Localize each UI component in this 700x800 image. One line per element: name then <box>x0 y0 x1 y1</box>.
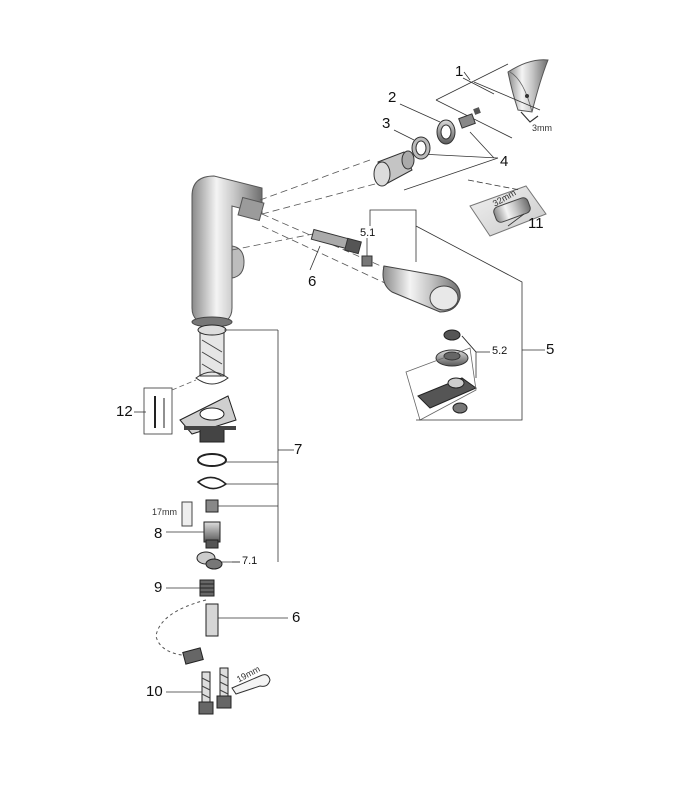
callout-leaders <box>134 77 525 693</box>
callout-4: 4 <box>500 153 509 170</box>
shank-assembly <box>195 324 229 385</box>
part-11-socket-box <box>467 179 547 237</box>
callout-1: 1 <box>455 63 464 80</box>
callout-5-2: 5.2 <box>492 345 508 357</box>
callout-2: 2 <box>388 89 397 106</box>
callout-8: 8 <box>154 525 163 542</box>
callout-5-1: 5.1 <box>360 227 376 239</box>
part-3-ring <box>411 136 431 160</box>
socket-17mm <box>181 501 193 527</box>
part-5-1-connector <box>361 246 373 267</box>
callout-10: 10 <box>146 683 163 700</box>
hex-key-size-label: 3mm <box>532 123 552 133</box>
cartridge <box>373 150 415 187</box>
part-6-hose-lower <box>155 599 219 665</box>
part-12-bracket <box>143 379 197 435</box>
part-7-1-washers <box>196 551 223 570</box>
part-6-hose-upper <box>310 228 362 255</box>
spray-head <box>382 265 461 313</box>
callout-12: 12 <box>116 403 133 420</box>
part-2-nut <box>436 119 456 145</box>
faucet-body <box>191 175 265 328</box>
callout-6-bottom: 6 <box>292 609 301 626</box>
callout-11: 11 <box>528 215 544 232</box>
callout-3: 3 <box>382 115 391 132</box>
handle-lever <box>507 59 549 113</box>
wrench-19mm <box>231 674 271 695</box>
callout-5: 5 <box>546 341 555 358</box>
part-7-washers <box>196 453 228 513</box>
bracket-7 <box>218 329 294 563</box>
part-5-2-aerator <box>405 329 478 421</box>
socket-17mm-label: 17mm <box>152 507 178 517</box>
part-4-adapter <box>458 107 481 129</box>
part-9-connector <box>199 579 215 597</box>
set-screw <box>525 94 529 98</box>
mounting-plate <box>179 395 237 443</box>
leader-lines-1-4 <box>403 63 541 191</box>
hex-key-3mm <box>520 111 539 123</box>
callout-7-1: 7.1 <box>242 555 258 567</box>
callout-6-top: 6 <box>308 273 317 290</box>
bracket-5 <box>366 209 545 421</box>
callout-7: 7 <box>294 441 303 458</box>
callout-9: 9 <box>154 579 163 596</box>
part-10-supply-hoses <box>198 667 232 715</box>
